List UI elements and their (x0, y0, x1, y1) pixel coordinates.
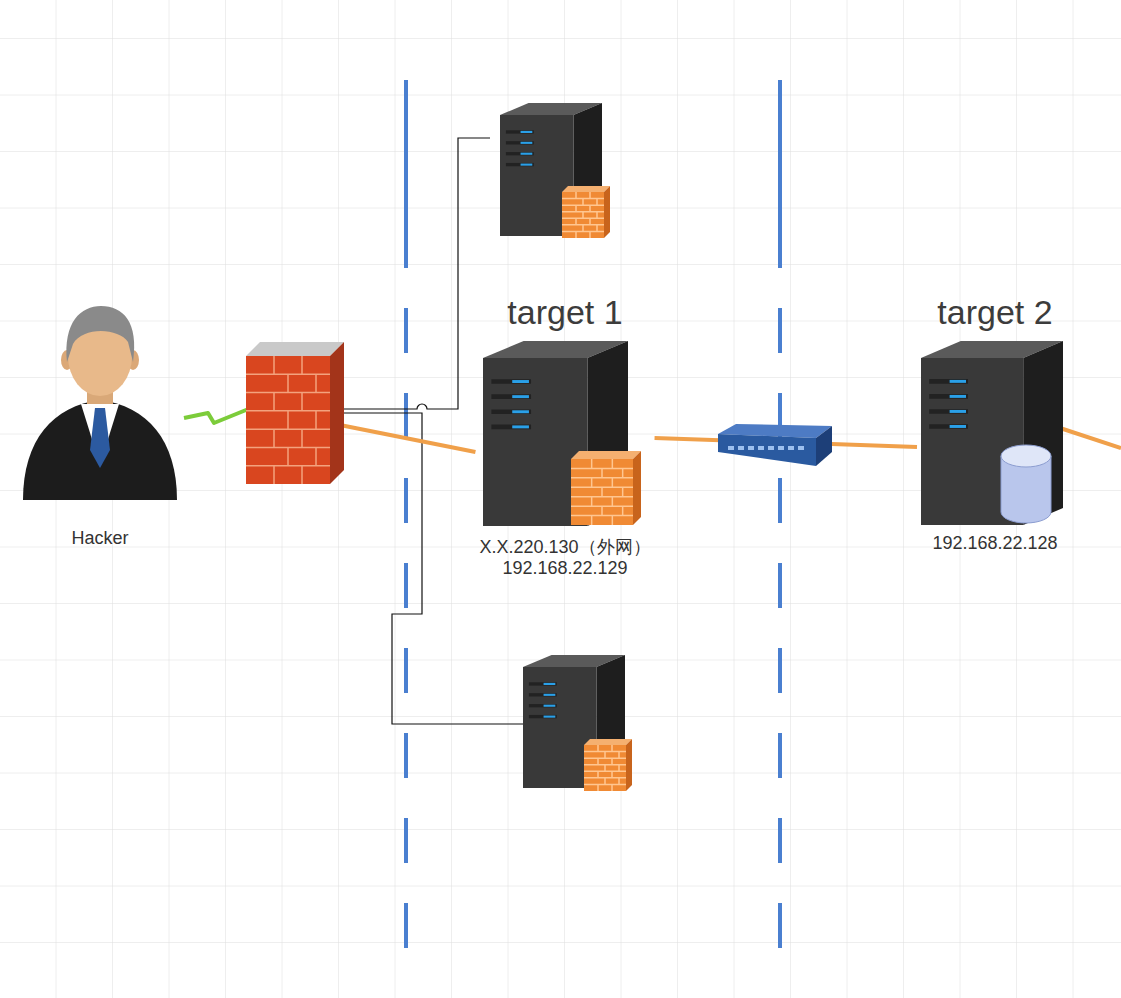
drive-slot (929, 409, 968, 414)
server-node: target 2 192.168.22.128 (917, 290, 1073, 556)
node-label: 192.168.22.129 (502, 558, 627, 580)
drive-light (950, 410, 966, 413)
firewall-icon (571, 451, 641, 525)
wall-front (571, 459, 633, 525)
router-icon (718, 424, 832, 466)
drive-slot (491, 379, 531, 384)
drive-light (950, 395, 966, 398)
wall-top (584, 739, 632, 745)
drive-light (512, 425, 529, 428)
node-icon (483, 341, 648, 531)
wall-side (330, 342, 344, 484)
node-icon (20, 300, 180, 500)
cylinder-top (1001, 445, 1051, 467)
drive-slot (491, 409, 531, 414)
drive-light (521, 153, 533, 155)
hacker-figure (23, 306, 177, 500)
database-icon (1001, 445, 1051, 523)
actor-node: Hacker (16, 298, 184, 552)
node-title: target 2 (937, 292, 1052, 333)
firewall-icon (584, 739, 632, 791)
drive-slot (491, 424, 531, 429)
drive-slot (529, 704, 557, 707)
node-label: 192.168.22.128 (932, 533, 1057, 555)
zone-divider (404, 80, 408, 268)
wall-top (571, 451, 641, 459)
brick-lines (246, 356, 330, 484)
wall-front (562, 192, 604, 238)
drive-light (512, 395, 529, 398)
zone-divider (404, 308, 408, 960)
drive-slot (506, 152, 534, 155)
wall-side (626, 739, 632, 791)
drive-slot (506, 141, 534, 144)
drive-light (512, 380, 529, 383)
brick-lines (584, 745, 626, 791)
drive-light (544, 683, 556, 685)
wall-front (246, 356, 330, 484)
drive-light (521, 142, 533, 144)
node-icon (921, 337, 1069, 527)
drive-slot (929, 379, 968, 384)
zone-divider (778, 80, 782, 268)
firewall-icon (562, 186, 610, 238)
drive-slot (529, 693, 557, 696)
drive-slot (506, 163, 534, 166)
drive-slot (529, 682, 557, 685)
wire (340, 138, 490, 409)
wall-front (584, 745, 626, 791)
node-title: target 1 (507, 292, 622, 333)
wall-side (633, 451, 641, 525)
drive-light (521, 164, 533, 166)
drive-slot (929, 424, 968, 429)
node-label: Hacker (71, 528, 128, 550)
drive-slot (491, 394, 531, 399)
drive-light (950, 380, 966, 383)
drive-light (544, 694, 556, 696)
drive-light (544, 716, 556, 718)
brick-lines (562, 192, 604, 238)
wall-top (246, 342, 344, 356)
drive-slot (929, 394, 968, 399)
wall-side (604, 186, 610, 238)
drive-slot (529, 715, 557, 718)
drive-light (512, 410, 529, 413)
node-label: X.X.220.130（外网） (479, 537, 650, 559)
server-icon (921, 341, 1063, 525)
zone-divider (778, 308, 782, 960)
network-link (1060, 428, 1121, 448)
wall-top (562, 186, 610, 192)
drive-light (950, 425, 966, 428)
drive-light (544, 705, 556, 707)
firewall-icon (246, 342, 344, 484)
drive-light (521, 131, 533, 133)
drive-slot (506, 130, 534, 133)
server-node: target 1 X.X.220.130（外网）192.168.22.129 (475, 290, 654, 582)
brick-lines (571, 459, 633, 525)
